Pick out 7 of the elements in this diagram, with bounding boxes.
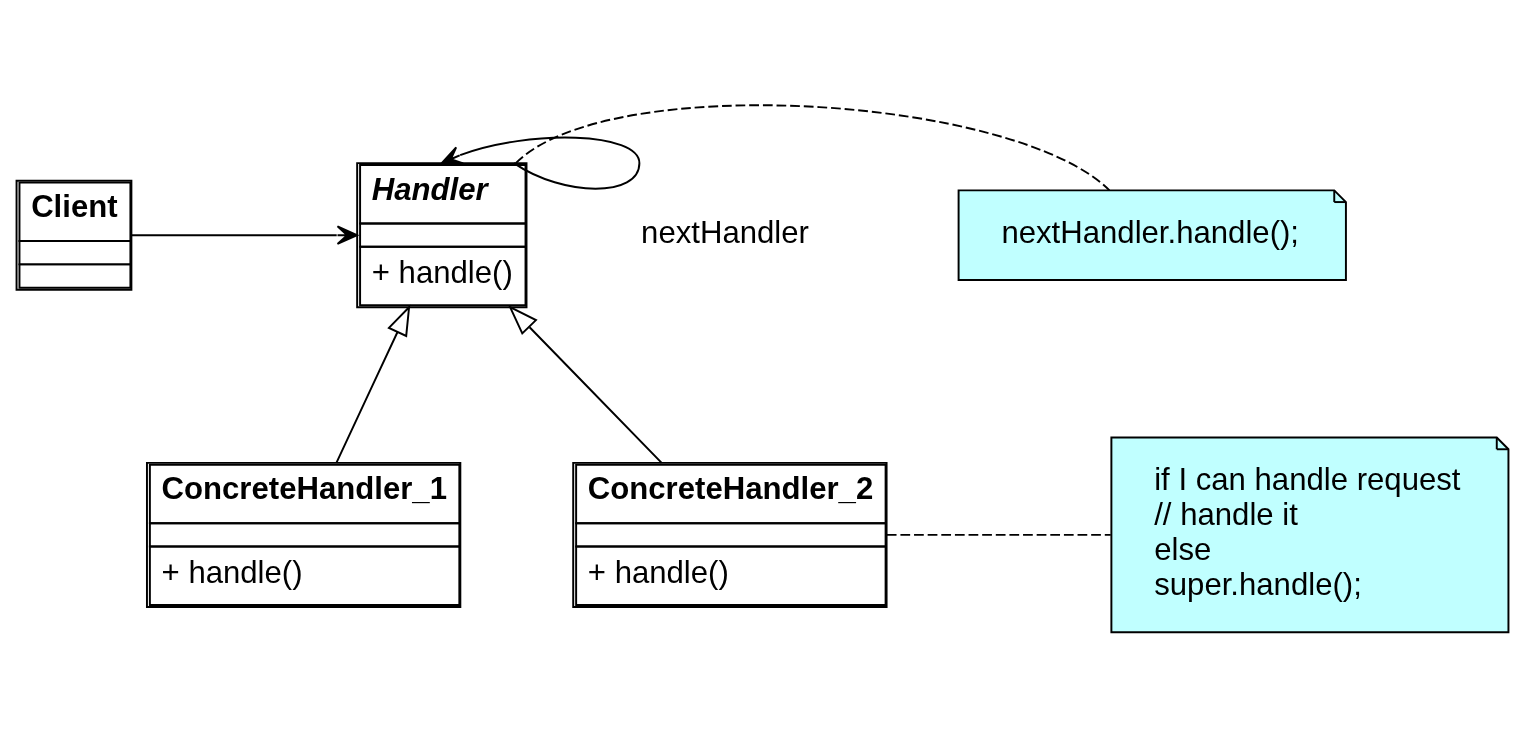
edge-label: nextHandler [641,214,809,250]
arrow [130,225,358,245]
arrow [335,304,411,464]
connector [885,533,1112,536]
arrow [508,305,663,464]
connector [514,104,1111,192]
arrow [440,136,641,190]
